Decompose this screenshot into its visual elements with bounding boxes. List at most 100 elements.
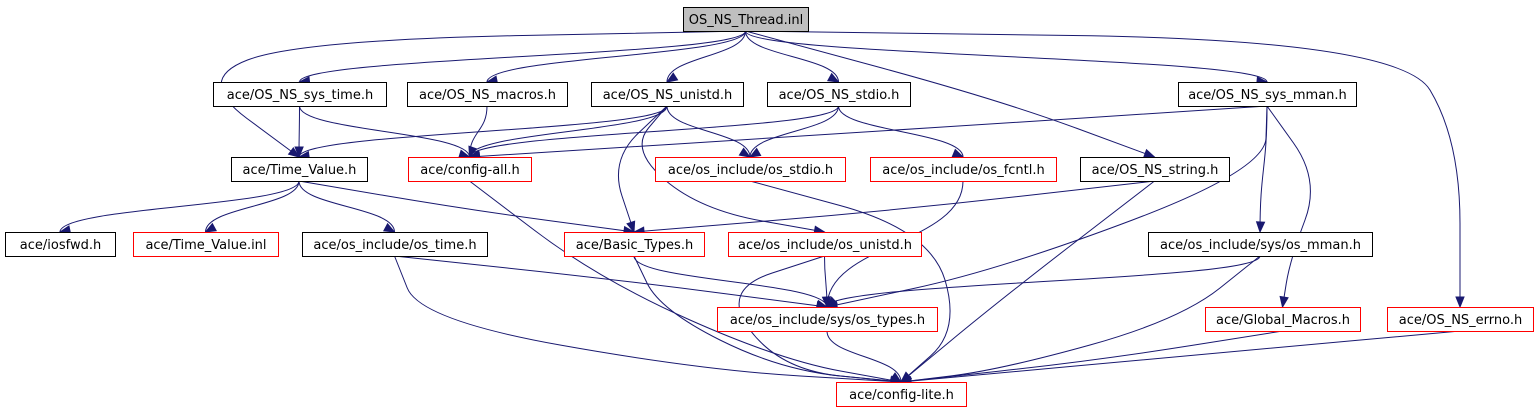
arrowhead-stdio-to-os_fcntl <box>951 148 965 158</box>
node-config-all[interactable]: ace/config-all.h <box>408 157 532 182</box>
node-box <box>655 157 846 182</box>
arrowhead-sys_time-to-config_all <box>458 149 471 159</box>
node-root: OS_NS_Thread.inl <box>683 7 809 32</box>
edge-root-to-time_value <box>220 30 746 158</box>
node-label: ace/Time_Value.inl <box>145 238 266 253</box>
edge-os_mman-to-os_types <box>826 255 1261 308</box>
node-label: ace/os_include/os_time.h <box>313 238 476 253</box>
edge-unistd-to-os_stdio <box>666 105 751 158</box>
node-label: ace/os_include/os_stdio.h <box>668 163 833 178</box>
edge-unistd-to-time_value <box>298 105 668 158</box>
edge-basic_types-to-os_types <box>633 255 828 308</box>
node-iosfwd[interactable]: ace/iosfwd.h <box>5 232 116 257</box>
node-box <box>1080 157 1230 182</box>
edge-string-to-basic_types <box>633 180 1155 233</box>
node-box <box>1178 82 1357 107</box>
edge-stdio-to-os_stdio <box>749 105 839 158</box>
edge-string-to-config_lite <box>900 180 1155 383</box>
node-box <box>717 307 938 332</box>
node-label: ace/config-lite.h <box>849 388 954 403</box>
node-errno[interactable]: ace/OS_NS_errno.h <box>1387 307 1534 332</box>
edge-time_value-to-tv_inl <box>205 180 300 233</box>
edges-layer <box>58 30 1465 387</box>
node-box <box>591 82 744 107</box>
node-label: ace/Global_Macros.h <box>1216 313 1350 328</box>
edge-global_macros-to-config_lite <box>900 330 1283 383</box>
node-os-mman[interactable]: ace/os_include/sys/os_mman.h <box>1148 232 1373 257</box>
edge-root-to-stdio <box>745 30 839 83</box>
node-os-stdio[interactable]: ace/os_include/os_stdio.h <box>655 157 846 182</box>
arrowhead-sys_mman-to-global_macros <box>1279 295 1289 309</box>
node-label: ace/config-all.h <box>420 163 520 178</box>
edge-stdio-to-config_all <box>469 105 839 158</box>
arrowhead-root-to-time_value <box>287 146 301 158</box>
node-label: ace/OS_NS_errno.h <box>1399 313 1523 328</box>
node-string[interactable]: ace/OS_NS_string.h <box>1080 157 1230 182</box>
node-box <box>767 82 911 107</box>
node-sys-time[interactable]: ace/OS_NS_sys_time.h <box>213 82 387 107</box>
arrowhead-unistd-to-os_stdio <box>738 147 752 158</box>
arrowhead-os_unistd-to-os_types <box>821 296 832 309</box>
arrowhead-os_types-to-config_lite <box>889 372 903 383</box>
edge-root-to-string <box>745 30 1155 158</box>
node-stdio[interactable]: ace/OS_NS_stdio.h <box>767 82 911 107</box>
node-label: OS_NS_Thread.inl <box>689 13 804 28</box>
edge-errno-to-config_lite <box>900 330 1461 383</box>
edge-sys_mman-to-os_mman <box>1259 105 1268 233</box>
nodes-layer: OS_NS_Thread.inl ace/OS_NS_sys_time.h ace/… <box>5 7 1534 407</box>
arrowhead-root-to-string <box>1143 148 1156 158</box>
node-box <box>728 232 922 257</box>
edge-sys_mman-to-config_all <box>469 105 1268 158</box>
node-tv-inl[interactable]: ace/Time_Value.inl <box>133 232 279 257</box>
node-os-types[interactable]: ace/os_include/sys/os_types.h <box>717 307 938 332</box>
edge-sys_mman-to-os_types <box>826 105 1268 308</box>
node-label: ace/OS_NS_macros.h <box>419 88 556 103</box>
node-box <box>5 232 116 257</box>
edge-root-to-unistd <box>666 30 746 83</box>
node-label: ace/os_include/sys/os_types.h <box>730 313 925 328</box>
edge-sys_mman-to-global_macros <box>1266 105 1311 308</box>
node-label: ace/OS_NS_sys_time.h <box>227 88 373 103</box>
node-box <box>133 232 279 257</box>
node-label: ace/os_include/sys/os_mman.h <box>1160 238 1361 253</box>
node-os-time[interactable]: ace/os_include/os_time.h <box>302 232 488 257</box>
node-label: ace/OS_NS_sys_mman.h <box>1188 88 1347 103</box>
node-box <box>407 82 568 107</box>
node-label: ace/os_include/os_unistd.h <box>738 238 912 253</box>
node-time-value[interactable]: ace/Time_Value.h <box>231 157 368 182</box>
edge-os_time-to-config_lite <box>394 255 902 383</box>
arrowhead-sys_time-to-time_value <box>294 146 304 159</box>
node-basic-types[interactable]: ace/Basic_Types.h <box>564 232 705 257</box>
node-sys-mman[interactable]: ace/OS_NS_sys_mman.h <box>1178 82 1357 107</box>
node-box <box>1205 307 1361 332</box>
node-label: ace/iosfwd.h <box>20 238 101 253</box>
arrowhead-root-to-unistd <box>665 72 679 83</box>
node-label: ace/OS_NS_unistd.h <box>603 88 733 103</box>
arrowhead-root-to-errno <box>1455 296 1465 309</box>
node-box <box>231 157 368 182</box>
node-os-fcntl[interactable]: ace/os_include/os_fcntl.h <box>870 157 1057 182</box>
arrowhead-root-to-stdio <box>827 72 840 83</box>
node-label: ace/Basic_Types.h <box>576 238 693 253</box>
node-os-unistd[interactable]: ace/os_include/os_unistd.h <box>728 232 922 257</box>
node-box <box>302 232 488 257</box>
edge-root-to-sys_mman <box>745 30 1268 83</box>
node-unistd[interactable]: ace/OS_NS_unistd.h <box>591 82 744 107</box>
node-box <box>1148 232 1373 257</box>
node-box <box>408 157 532 182</box>
node-config-lite[interactable]: ace/config-lite.h <box>836 382 967 407</box>
edge-os_types-to-config_lite <box>826 330 902 383</box>
edge-root-to-sys_time <box>299 30 746 83</box>
node-global-macros[interactable]: ace/Global_Macros.h <box>1205 307 1361 332</box>
node-box <box>683 7 809 32</box>
node-box <box>870 157 1057 182</box>
node-label: ace/Time_Value.h <box>243 163 357 178</box>
node-box <box>1387 307 1534 332</box>
node-box <box>836 382 967 407</box>
node-macros[interactable]: ace/OS_NS_macros.h <box>407 82 568 107</box>
node-box <box>564 232 705 257</box>
node-label: ace/OS_NS_stdio.h <box>779 88 900 103</box>
edge-os_stdio-to-config_lite <box>749 180 951 383</box>
node-label: ace/os_include/os_fcntl.h <box>882 163 1044 178</box>
